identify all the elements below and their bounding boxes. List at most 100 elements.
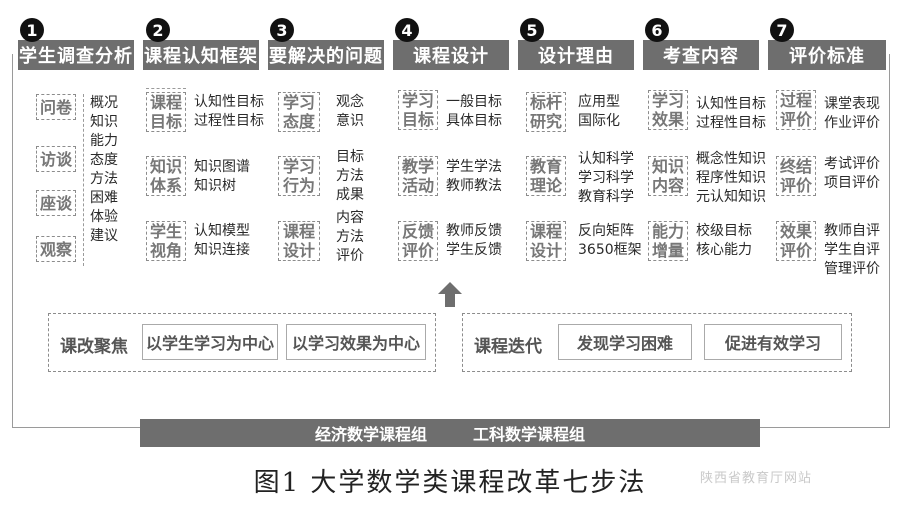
survey-item: 体验 [90,209,118,225]
up-arrow-icon [438,282,462,307]
cat-line: 反向矩阵 [578,223,634,239]
cat-box-label: 课程 设计 [529,222,562,260]
cat-lines: 校级目标核心能力 [696,222,752,260]
step-2-header: 课程认知框架 [143,40,259,70]
group-engineering: 工科数学课程组 [473,425,586,444]
cat-line: 过程性目标 [696,115,766,131]
cat-line: 学生学法 [446,159,502,175]
step-4-number: 4 [395,18,419,42]
step-2-number: 2 [146,18,170,42]
cat-line: 观念 [336,94,364,110]
method-box-survey: 问卷 [36,94,76,120]
cat-line: 项目评价 [824,175,880,191]
focus-item-learning-outcome: 以学习效果为中心 [286,324,426,360]
cat-box-label: 课程 设计 [282,222,315,260]
method-box-forum: 座谈 [36,190,76,216]
cat-line: 评价 [336,248,364,264]
step-3-number: 3 [270,18,294,42]
step-1-header: 学生调查分析 [18,40,134,70]
cat-line: 作业评价 [824,115,880,131]
method-box-interview: 访谈 [36,146,76,172]
cat-line: 认知性目标 [194,94,264,110]
cat-line: 概念性知识 [696,151,766,167]
cat-box-teaching-activity: 教学 活动 [398,156,438,196]
cat-line: 程序性知识 [696,170,766,186]
cat-line: 知识树 [194,178,236,194]
cat-line: 教育科学 [578,189,634,205]
cat-line: 教师教法 [446,178,502,194]
cat-lines: 考试评价项目评价 [824,155,880,193]
cat-line: 意识 [336,113,364,129]
cat-box-label: 反馈 评价 [401,222,434,260]
cat-box-feedback-eval: 反馈 评价 [398,221,438,261]
cat-line: 认知模型 [194,223,250,239]
step-5-title: 设计理由 [538,46,614,67]
iterate-label: 课程迭代 [474,337,542,357]
step-6-title: 考查内容 [663,46,739,67]
figure-caption: 图1 大学数学类课程改革七步法 [253,468,647,498]
survey-item: 建议 [90,228,118,244]
course-groups-bar: 经济数学课程组 工科数学课程组 [140,419,760,447]
focus-item-student-learning: 以学生学习为中心 [142,324,278,360]
iterate-container [462,313,852,372]
cat-box-summative-eval: 终结 评价 [776,156,816,196]
cat-box-learning-goal: 学习 目标 [398,90,438,130]
cat-box-label: 教学 活动 [401,157,434,195]
cat-lines: 一般目标具体目标 [446,93,502,131]
cat-line: 过程性目标 [194,113,264,129]
cat-lines: 教师自评学生自评管理评价 [824,222,880,279]
cat-lines: 应用型国际化 [578,93,620,131]
cat-box-course-design: 课程 设计 [278,221,320,261]
cat-lines: 认知科学学习科学教育科学 [578,150,634,207]
cat-line: 成果 [336,187,364,203]
cat-line: 知识连接 [194,242,250,258]
cat-box-course-design-2: 课程 设计 [526,221,566,261]
cat-lines: 内容方法评价 [336,209,364,266]
cat-lines: 课堂表现作业评价 [824,95,880,133]
cat-box-learning-effect: 学习 效果 [648,90,688,130]
cat-line: 知识图谱 [194,159,250,175]
cat-line: 管理评价 [824,261,880,277]
cat-box-label: 效果 评价 [779,222,812,260]
survey-item: 态度 [90,152,118,168]
cat-lines: 学生学法教师教法 [446,158,502,196]
step-5-number: 5 [520,18,544,42]
cat-box-label: 学习 态度 [282,93,315,131]
cat-line: 国际化 [578,113,620,129]
cat-box-knowledge-system: 知识 体系 [146,156,186,196]
cat-box-label: 标杆 研究 [529,93,562,131]
step-3-title: 要解决的问题 [269,46,383,67]
cat-box-student-view: 学生 视角 [146,221,186,261]
cat-line: 一般目标 [446,94,502,110]
step-7-header: 评价标准 [768,40,886,70]
cat-lines: 认知性目标过程性目标 [194,93,264,131]
cat-line: 3650框架 [578,242,642,258]
cat-box-learning-behavior: 学习 行为 [278,156,320,196]
cat-line: 校级目标 [696,223,752,239]
step-1-number: 1 [20,18,44,42]
cat-box-ability-gain: 能力 增量 [648,221,688,261]
step-6-header: 考查内容 [643,40,759,70]
cat-box-label: 学习 行为 [282,157,315,195]
cat-line: 学习科学 [578,170,634,186]
cat-lines: 教师反馈学生反馈 [446,222,502,260]
cat-line: 教师自评 [824,223,880,239]
cat-line: 课堂表现 [824,96,880,112]
survey-item: 困难 [90,190,118,206]
watermark: 陕西省教育厅网站 [700,471,813,486]
cat-lines: 知识图谱知识树 [194,158,250,196]
cat-line: 内容 [336,210,364,226]
step-3-header: 要解决的问题 [268,40,384,70]
step-1-title: 学生调查分析 [19,46,133,67]
cat-lines: 反向矩阵 3650框架 [578,222,642,260]
cat-box-benchmark: 标杆 研究 [526,92,566,132]
cat-box-outcome-eval: 效果 评价 [776,221,816,261]
cat-box-label: 终结 评价 [779,157,812,195]
cat-line: 元认知知识 [696,189,766,205]
cat-line: 学生自评 [824,242,880,258]
cat-box-knowledge-content: 知识 内容 [648,156,688,196]
step-5-header: 设计理由 [518,40,634,70]
cat-box-learning-attitude: 学习 态度 [278,92,320,132]
cat-line: 认知性目标 [696,96,766,112]
survey-item: 知识 [90,114,118,130]
